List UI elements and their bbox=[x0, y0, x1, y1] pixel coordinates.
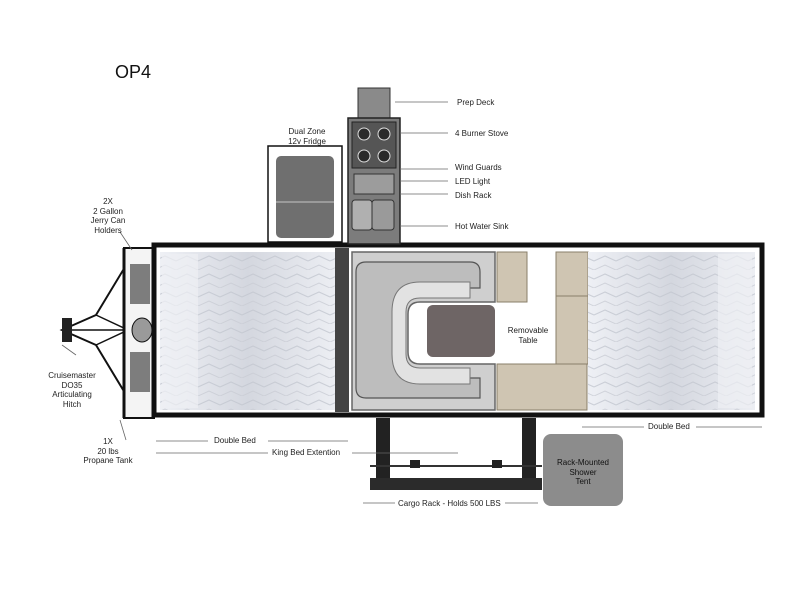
model-title: OP4 bbox=[115, 62, 152, 82]
label-hot-water-sink: Hot Water Sink bbox=[455, 222, 509, 231]
bed-right bbox=[588, 252, 755, 410]
label-jerry-can: 2X 2 Gallon Jerry Can Holders bbox=[90, 197, 126, 235]
label-cargo-rack: Cargo Rack - Holds 500 LBS bbox=[398, 499, 501, 508]
front-storage bbox=[122, 247, 155, 419]
prep-deck bbox=[357, 87, 391, 119]
callout-lines bbox=[61, 101, 762, 504]
label-propane-tank: 1X 20 lbs Propane Tank bbox=[83, 437, 133, 465]
label-removable-table: Removable Table bbox=[507, 326, 549, 345]
label-fridge: Dual Zone 12v Fridge bbox=[288, 127, 326, 146]
label-dish-rack: Dish Rack bbox=[455, 191, 492, 200]
label-led-light: LED Light bbox=[455, 177, 491, 186]
label-wind-guards: Wind Guards bbox=[455, 163, 502, 172]
cargo-rack bbox=[370, 418, 542, 490]
removable-table bbox=[427, 305, 495, 357]
label-prep-deck: Prep Deck bbox=[457, 98, 495, 107]
label-shower-tent: Rack-Mounted Shower Tent bbox=[556, 458, 610, 486]
kitchen-module bbox=[347, 87, 401, 245]
label-double-bed-right: Double Bed bbox=[648, 422, 690, 431]
divider-left bbox=[335, 248, 349, 412]
label-double-bed-left: Double Bed bbox=[214, 436, 256, 445]
label-hitch: Cruisemaster DO35 Articulating Hitch bbox=[48, 371, 96, 409]
label-king-bed-extension: King Bed Extention bbox=[272, 448, 341, 457]
fridge bbox=[267, 145, 343, 243]
bench-seating bbox=[496, 251, 589, 411]
bed-left bbox=[160, 252, 335, 410]
shower-tent bbox=[543, 434, 623, 506]
label-burner-stove: 4 Burner Stove bbox=[455, 129, 509, 138]
u-seating bbox=[351, 251, 496, 411]
